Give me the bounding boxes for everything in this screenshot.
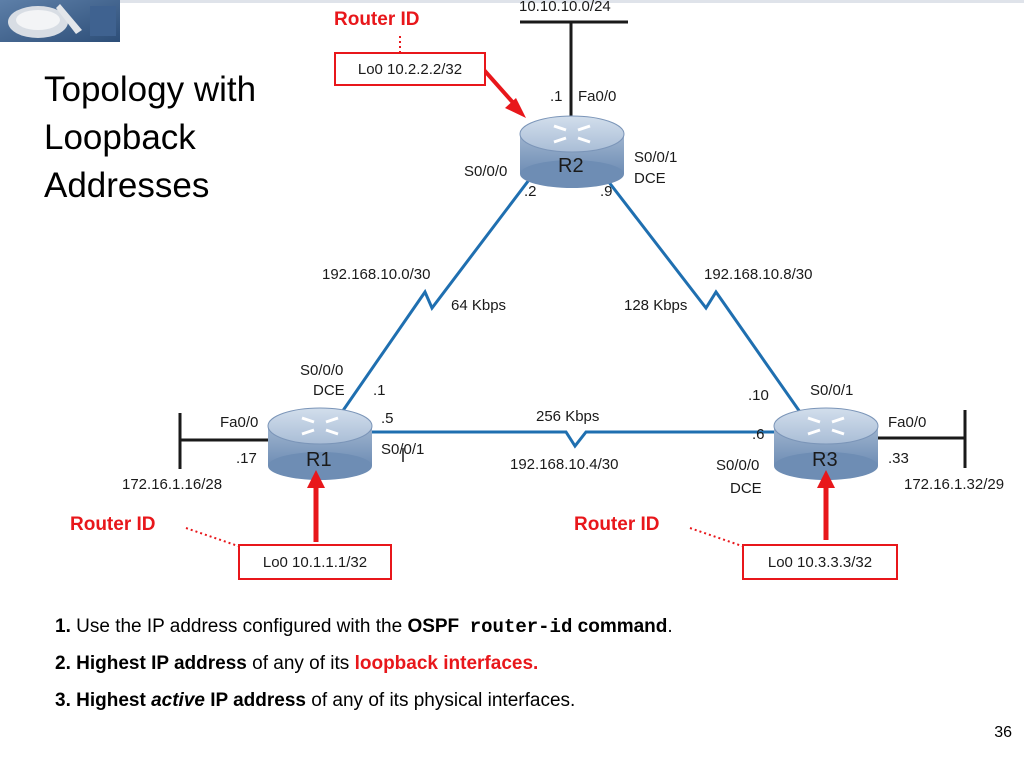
rule-3-text: of any of its physical interfaces.: [306, 690, 576, 711]
net-r1-r2: 192.168.10.0/30: [322, 266, 431, 283]
link-r2-r3: [596, 167, 802, 413]
rule-1-end: .: [667, 616, 673, 637]
logo: [0, 0, 120, 42]
rule-1-ospf: OSPF: [407, 616, 460, 637]
r2-s000-host: .2: [524, 183, 537, 200]
r1-s001-host: .5: [381, 410, 394, 427]
arrow-lo0-to-r2: [482, 68, 526, 118]
router-id-label-top: Router ID: [334, 9, 420, 30]
r3-s000-dce: DCE: [730, 480, 762, 497]
r1-fa-host: .17: [236, 450, 257, 467]
rule-3-bold2: IP address: [204, 690, 306, 711]
r3-name: R3: [812, 449, 838, 471]
r2-s001-dce: DCE: [634, 170, 666, 187]
r1-s000-host: .1: [373, 382, 386, 399]
net-r2-r3: 192.168.10.8/30: [704, 266, 813, 283]
router-id-label-right: Router ID: [574, 514, 660, 535]
r2-s000-label: S0/0/0: [464, 163, 508, 180]
link-r1-r2: [340, 167, 540, 413]
router-r2: [519, 115, 625, 188]
title-line-1: Topology with: [44, 70, 257, 109]
r3-s000-label: S0/0/0: [716, 457, 760, 474]
arrow-lo0-to-r1: [307, 470, 325, 542]
r3-fa-host: .33: [888, 450, 909, 467]
router-id-rules: 1. Use the IP address configured with th…: [55, 614, 673, 725]
r2-s001-host: .9: [600, 183, 613, 200]
r2-fa-label: Fa0/0: [578, 88, 617, 105]
rule-1: 1. Use the IP address configured with th…: [55, 614, 673, 651]
r3-s001-host: .10: [748, 387, 769, 404]
r1-s000-label: S0/0/0: [300, 362, 344, 379]
r1-fa-label: Fa0/0: [220, 414, 259, 431]
r3-fa-label: Fa0/0: [888, 414, 927, 431]
rule-3-bold: 3. Highest: [55, 690, 152, 711]
page-number: 36: [994, 724, 1012, 741]
net-r2-lan: 10.10.10.0/24: [519, 0, 611, 15]
rule-2-red: loopback interfaces.: [354, 653, 539, 674]
bw-r2-r3: 128 Kbps: [624, 297, 688, 314]
net-r3-lan: 172.16.1.32/29: [904, 476, 1005, 493]
router-id-label-left: Router ID: [70, 514, 156, 535]
rule-3: 3. Highest active IP address of any of i…: [55, 688, 673, 725]
r3-s000-host: .6: [752, 426, 765, 443]
router-r3: [773, 407, 879, 480]
r1-name: R1: [306, 449, 332, 471]
top-accent-bar: [120, 0, 1024, 3]
bw-r1-r2: 64 Kbps: [451, 297, 507, 314]
r3-s001-label: S0/0/1: [810, 382, 854, 399]
slide-title: Topology with Loopback Addresses: [44, 66, 256, 210]
router-r1: [267, 407, 373, 480]
link-r1-r3: [360, 430, 790, 449]
rule-1-command-word: command: [577, 616, 668, 637]
title-line-3: Addresses: [44, 166, 210, 205]
r1-s000-dce: DCE: [313, 382, 345, 399]
loopback-r2: Lo0 10.2.2.2/32: [334, 52, 486, 86]
rule-2-text: of any of its: [246, 653, 355, 674]
loopback-r1: Lo0 10.1.1.1/32: [238, 544, 392, 580]
rule-3-italic: active: [151, 690, 205, 711]
r2-fa-host: .1: [550, 88, 563, 105]
r1-s001-label: S0/0/1: [381, 441, 425, 458]
net-r1-lan: 172.16.1.16/28: [122, 476, 223, 493]
net-r1-r3: 192.168.10.4/30: [510, 456, 619, 473]
rule-1-number: 1.: [55, 616, 71, 637]
rule-2-bold: 2. Highest IP address: [55, 653, 247, 674]
r2-s001-label: S0/0/1: [634, 149, 678, 166]
r2-name: R2: [558, 155, 584, 177]
loopback-r3: Lo0 10.3.3.3/32: [742, 544, 898, 580]
rule-2: 2. Highest IP address of any of its loop…: [55, 651, 673, 688]
rule-1-command-code: router-id: [469, 616, 573, 638]
rule-1-text: Use the IP address configured with the: [70, 616, 408, 637]
title-line-2: Loopback: [44, 118, 196, 157]
arrow-lo0-to-r3: [817, 470, 835, 540]
bw-r1-r3: 256 Kbps: [536, 408, 600, 425]
